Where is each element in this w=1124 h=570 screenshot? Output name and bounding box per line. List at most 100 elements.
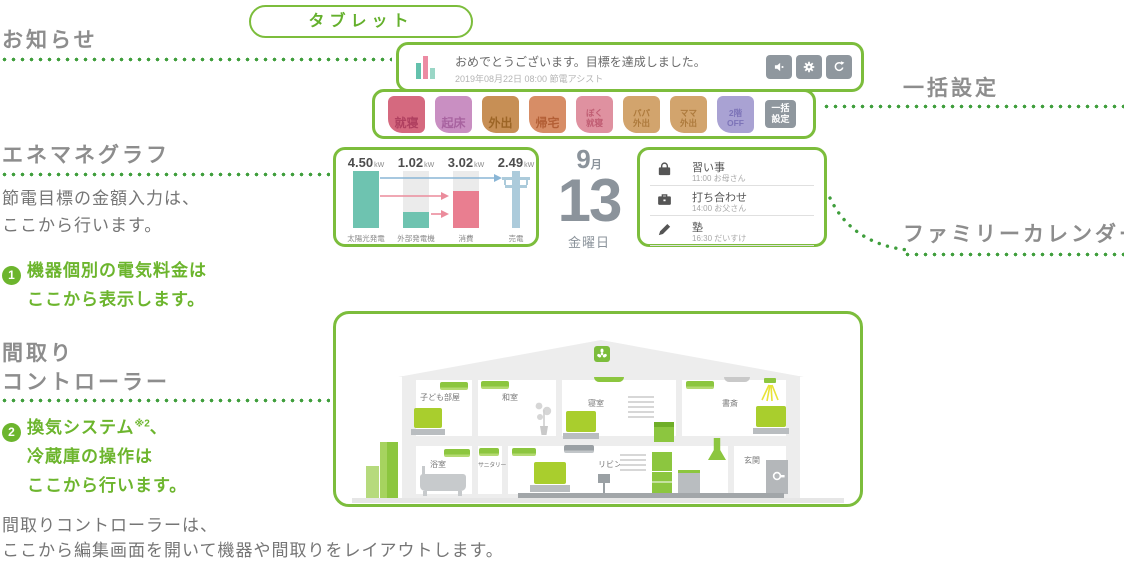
settings-button[interactable] <box>796 55 822 79</box>
aircon-icon[interactable] <box>564 445 594 453</box>
calendar-row[interactable]: 習い事 11:00 お母さん <box>650 156 814 186</box>
calendar-row[interactable]: 打ち合わせ 14:00 お父さん <box>650 186 814 216</box>
room-label-washitsu: 和室 <box>502 393 518 402</box>
point2-line2: 冷蔵庫の操作は <box>27 447 153 466</box>
scene-button-home[interactable]: 帰宅 <box>529 95 566 133</box>
room-label-entrance: 玄関 <box>744 456 760 465</box>
energy-flow-arrows <box>380 174 502 218</box>
notification-meta: 2019年08月22日 08:00 節電アシスト <box>455 74 604 84</box>
family-calendar-panel[interactable]: 習い事 11:00 お母さん 打ち合わせ 14:00 お父さん 塾 16:30 … <box>637 147 827 247</box>
scene-buttons-panel: 就寝 起床 外出 帰宅 ぼく 就寝 パパ 外出 ママ 外出 2階 OFF 一括 … <box>372 89 816 139</box>
lock-icon <box>772 471 785 481</box>
blinds-icon[interactable] <box>620 454 646 474</box>
fridge-icon[interactable] <box>652 452 672 494</box>
graph-value: 2.49 <box>497 155 524 170</box>
point2-number: 2 <box>2 423 21 442</box>
aircon-icon[interactable] <box>512 448 536 456</box>
enemane-note-line1: 節電目標の金額入力は、 <box>2 189 200 208</box>
calendar-title: 塾 <box>692 222 703 234</box>
aircon-icon[interactable] <box>440 382 468 390</box>
ground-light <box>352 498 844 503</box>
calendar-title: 習い事 <box>692 162 725 174</box>
scene-button-label: ぼく 就寝 <box>585 107 603 128</box>
batch-settings-button[interactable]: 一括 設定 <box>765 100 796 128</box>
calendar-row[interactable]: 塾 16:30 だいすけ <box>650 216 814 246</box>
leader-madori <box>0 398 330 403</box>
speaker-button[interactable] <box>766 55 792 79</box>
room-label-bedroom: 寝室 <box>588 399 604 408</box>
scene-button-mama-out[interactable]: ママ 外出 <box>670 95 707 133</box>
scene-button-wakeup[interactable]: 起床 <box>435 95 472 133</box>
generator-bar <box>403 171 429 228</box>
scene-button-label: パパ 外出 <box>632 107 650 128</box>
ceiling-light-icon[interactable] <box>594 377 624 382</box>
graph-label-solar: 太陽光発電 <box>347 234 385 243</box>
aircon-icon[interactable] <box>479 448 499 456</box>
leader-batch <box>822 104 1124 109</box>
entrance-door-icon[interactable] <box>766 460 788 494</box>
notification-bar[interactable]: おめでとうございます。目標を達成しました。 2019年08月22日 08:00 … <box>396 42 864 92</box>
date-weekday: 金曜日 <box>567 235 610 250</box>
plant-icon <box>535 402 552 435</box>
graph-value: 3.02 <box>447 155 474 170</box>
scene-button-goout[interactable]: 外出 <box>482 95 519 133</box>
family-calendar-heading: ファミリーカレンダー <box>903 223 1124 246</box>
point2-line3: ここから行います。 <box>27 476 188 495</box>
scene-button-label: 就寝 <box>394 115 419 130</box>
room-label-living: リビング <box>598 460 630 469</box>
room-label-sanitary: サニタリー <box>478 463 507 469</box>
graph-label-sell: 売電 <box>508 234 524 243</box>
kitchen-counter-icon <box>678 470 700 494</box>
ecocute-unit-icon <box>366 466 379 498</box>
madori-heading-line2: コントローラー <box>2 371 170 394</box>
scene-button-boku-sleep[interactable]: ぼく 就寝 <box>576 95 613 133</box>
chart-icon <box>416 56 442 83</box>
ventilation-fan-icon[interactable] <box>594 346 610 362</box>
scene-button-2f-off[interactable]: 2階 OFF <box>717 95 754 133</box>
aircon-icon[interactable] <box>481 381 509 389</box>
date-day: 13 <box>557 167 623 234</box>
enemane-note-line2: ここから行います。 <box>2 216 163 235</box>
graph-label-generator: 外部発電機 <box>397 234 435 243</box>
leader-enemane <box>0 172 330 177</box>
aircon-icon[interactable] <box>686 381 714 389</box>
cabinet-icon[interactable] <box>654 422 674 442</box>
speaker-icon <box>774 62 784 72</box>
scene-button-papa-out[interactable]: パパ 外出 <box>623 95 660 133</box>
energy-graph-panel[interactable]: 4.50kW 1.02kW 3.02kW 2.49kW 太陽光発電 外部発電機 … <box>333 147 539 247</box>
scene-button-sleep[interactable]: 就寝 <box>388 95 425 133</box>
graph-value: 1.02 <box>397 155 424 170</box>
refresh-button[interactable] <box>826 55 852 79</box>
calendar-meta: 11:00 お母さん <box>692 174 746 183</box>
calendar-title: 打ち合わせ <box>692 192 747 204</box>
notification-message: おめでとうございます。目標を達成しました。 <box>455 55 706 69</box>
ecocute-tank-icon[interactable] <box>380 442 398 498</box>
footer-line1: 間取りコントローラーは、 <box>2 516 218 535</box>
solar-bar <box>353 171 379 228</box>
monitor-device-icon[interactable] <box>598 474 610 483</box>
bath-heater-icon[interactable] <box>444 449 470 457</box>
madori-heading-line1: 間取り <box>2 342 74 365</box>
pendant-light-icon[interactable] <box>756 378 784 406</box>
room-label-bath: 浴室 <box>430 460 446 469</box>
bag-icon <box>658 162 671 176</box>
point1-line2: ここから表示します。 <box>27 290 206 309</box>
ceiling-light-icon[interactable] <box>724 377 750 382</box>
tablet-pill: タブレット <box>249 5 473 38</box>
enemane-heading: エネマネグラフ <box>2 144 170 167</box>
scene-button-label: 外出 <box>488 115 513 130</box>
point1-number: 1 <box>2 266 21 285</box>
graph-label-consumption: 消費 <box>458 234 474 243</box>
notice-heading: お知らせ <box>2 29 98 52</box>
scene-button-label: 帰宅 <box>535 115 560 130</box>
date-display: 9月 13 金曜日 <box>549 146 629 251</box>
room-label-kids: 子ども部屋 <box>420 393 460 402</box>
leader-family-curve <box>828 196 910 252</box>
gear-icon <box>803 61 815 73</box>
floorplan-controller[interactable]: 子ども部屋 和室 寝室 書斎 浴室 サニタリー リビング 玄関 <box>333 311 863 507</box>
blinds-icon[interactable] <box>628 396 654 420</box>
batch-settings-heading: 一括設定 <box>903 77 999 100</box>
